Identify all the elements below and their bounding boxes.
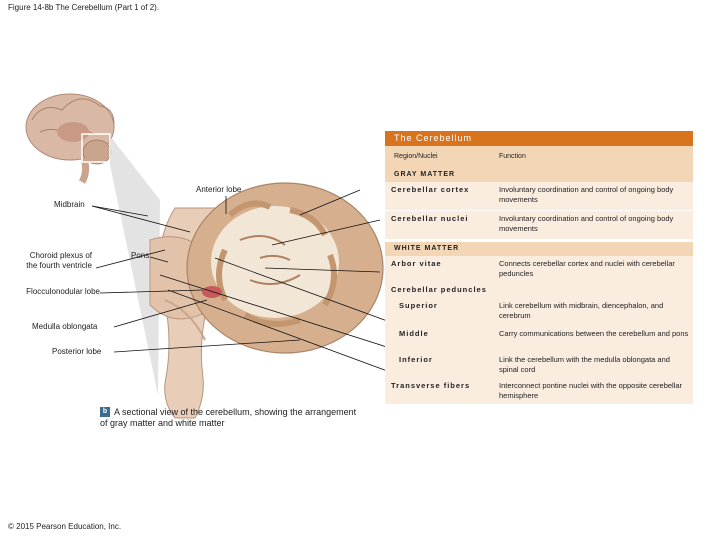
table-row: Cerebellar cortex Involuntary coordinati…	[385, 182, 693, 210]
label-medulla-oblongata: Medulla oblongata	[32, 322, 98, 331]
table-row: Arbor vitae Connects cerebellar cortex a…	[385, 256, 693, 282]
caption-text: A sectional view of the cerebellum, show…	[100, 407, 357, 428]
label-midbrain: Midbrain	[54, 200, 85, 209]
caption-badge: b	[100, 407, 110, 417]
label-posterior-lobe: Posterior lobe	[52, 347, 102, 356]
copyright: © 2015 Pearson Education, Inc.	[8, 522, 122, 531]
col-function: Function	[499, 153, 526, 160]
leader-lines	[91, 189, 391, 373]
cerebellum-table: The Cerebellum Region/Nuclei Function GR…	[385, 131, 693, 404]
label-flocculonodular-lobe: Flocculonodular lobe	[26, 287, 100, 296]
label-choroid-plexus: Choroid plexus of the fourth ventricle	[26, 251, 92, 270]
section-gray-matter: GRAY MATTER	[385, 168, 693, 182]
figure-title: Figure 14-8b The Cerebellum (Part 1 of 2…	[8, 3, 160, 12]
zoom-wedge	[110, 136, 160, 395]
table-row: Transverse fibers Interconnect pontine n…	[385, 378, 693, 404]
table-row: Middle Carry communications between the …	[385, 326, 693, 352]
cerebellum-section	[186, 182, 384, 354]
brain-inset	[25, 93, 115, 184]
table-title: The Cerebellum	[385, 131, 693, 146]
col-region: Region/Nuclei	[394, 153, 438, 160]
label-anterior-lobe: Anterior lobe	[196, 185, 242, 194]
label-pons: Pons	[131, 251, 150, 260]
table-row-peduncles-heading: Cerebellar peduncles	[385, 282, 693, 298]
table-row: Superior Link cerebellum with midbrain, …	[385, 298, 693, 326]
table-row: Cerebellar nuclei Involuntary coordinati…	[385, 211, 693, 239]
table-row: Inferior Link the cerebellum with the me…	[385, 352, 693, 378]
section-white-matter: WHITE MATTER	[385, 242, 693, 256]
table-column-headers: Region/Nuclei Function	[385, 146, 693, 168]
